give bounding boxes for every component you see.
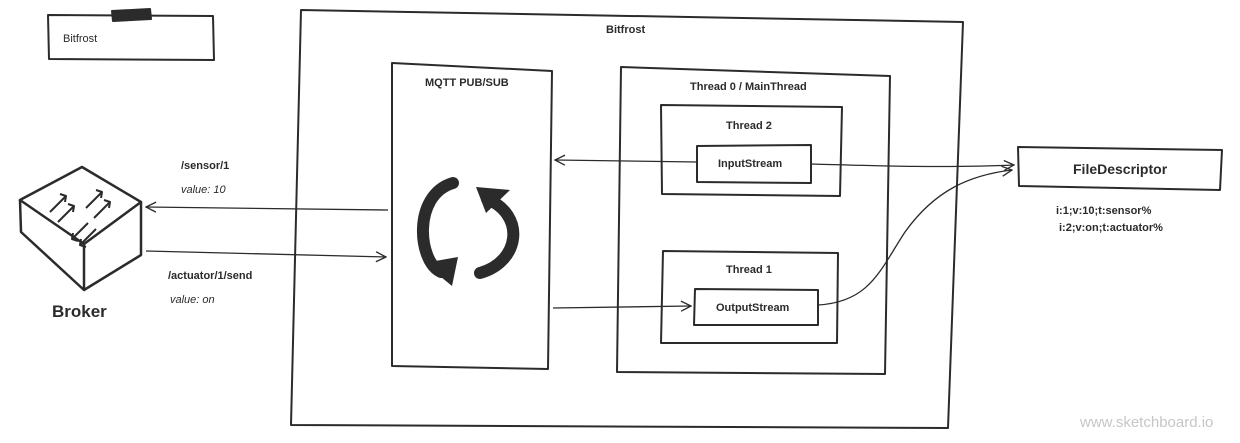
mqtt-box: [391, 62, 553, 370]
broker-right-face: [83, 202, 143, 292]
thread1-box: [660, 250, 839, 344]
file-descriptor-box: [1017, 146, 1223, 191]
legend-label: Bitfrost: [63, 33, 98, 45]
output-stream-box: [693, 288, 819, 326]
actuator-arrow: [145, 250, 386, 257]
actuator-value: value: on: [170, 294, 215, 306]
input-to-file-arrow: [810, 164, 1014, 167]
thread2-title: Thread 2: [726, 120, 772, 132]
actuator-topic: /actuator/1/send: [168, 270, 253, 282]
main-thread-box: [616, 66, 891, 375]
input-to-mqtt-arrow: [555, 160, 698, 162]
mqtt-to-output-arrow: [552, 306, 691, 308]
sync-arrowhead-top: [476, 187, 510, 213]
output-to-file-arrow: [817, 170, 1012, 306]
file-descriptor-line-2: i:2;v:on;t:actuator%: [1059, 222, 1163, 234]
input-stream-label[interactable]: InputStream: [718, 158, 783, 170]
sensor-value: value: 10: [181, 184, 226, 196]
sensor-topic: /sensor/1: [181, 160, 230, 172]
legend-box: [47, 14, 215, 61]
network-switch-icon: [49, 189, 111, 248]
bitfrost-title: Bitfrost: [606, 24, 646, 36]
sync-arrowhead-bottom: [424, 257, 458, 286]
legend-tape: [111, 8, 152, 22]
file-descriptor-line-1: i:1;v:10;t:sensor%: [1056, 205, 1152, 217]
watermark: www.sketchboard.io: [1080, 414, 1214, 431]
thread2-box: [660, 104, 843, 197]
file-descriptor-label[interactable]: FileDescriptor: [1073, 161, 1168, 177]
main-thread-title: Thread 0 / MainThread: [690, 81, 807, 93]
sensor-arrow: [146, 207, 389, 210]
broker-top-face: [18, 165, 143, 246]
thread1-title: Thread 1: [726, 264, 772, 276]
input-stream-box: [696, 144, 812, 184]
broker-left-face: [18, 199, 86, 292]
mqtt-title: MQTT PUB/SUB: [425, 77, 509, 89]
bitfrost-container: [290, 9, 964, 429]
output-stream-label[interactable]: OutputStream: [716, 302, 790, 314]
broker-label: Broker: [52, 302, 107, 321]
